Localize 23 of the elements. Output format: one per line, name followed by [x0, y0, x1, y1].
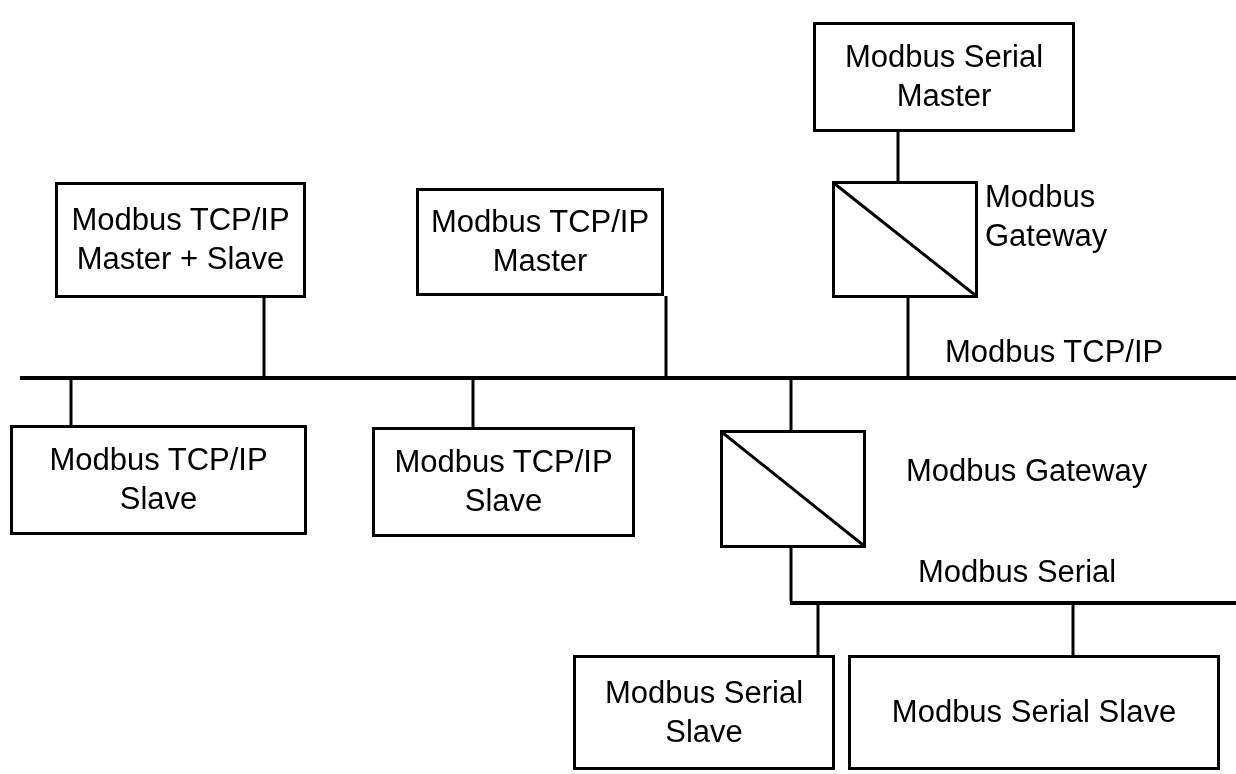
- connector-line: [896, 132, 900, 181]
- connector-line: [69, 380, 73, 425]
- device-box: Modbus TCP/IP Slave: [372, 427, 635, 537]
- device-box: Modbus Serial Master: [813, 22, 1075, 132]
- device-box: Modbus TCP/IP Master + Slave: [55, 182, 306, 298]
- connector-line: [471, 380, 475, 427]
- gateway-box: [832, 181, 978, 298]
- gateway-label: Modbus Gateway: [906, 452, 1149, 490]
- connector-line: [906, 298, 910, 376]
- device-box: Modbus Serial Slave: [573, 655, 835, 770]
- device-box: Modbus TCP/IP Master: [416, 188, 664, 296]
- connector-line: [1071, 605, 1075, 655]
- connector-line: [816, 605, 820, 655]
- connector-line: [789, 380, 793, 430]
- connector-line: [664, 296, 668, 376]
- connector-line: [262, 298, 266, 376]
- gateway-box: [720, 430, 866, 548]
- device-box: Modbus Serial Slave: [848, 655, 1220, 770]
- connector-line: [789, 548, 793, 601]
- bus-label: Modbus Serial: [918, 553, 1118, 591]
- gateway-label: Modbus Gateway: [985, 178, 1109, 255]
- device-box: Modbus TCP/IP Slave: [10, 425, 307, 535]
- bus-label: Modbus TCP/IP: [945, 333, 1165, 371]
